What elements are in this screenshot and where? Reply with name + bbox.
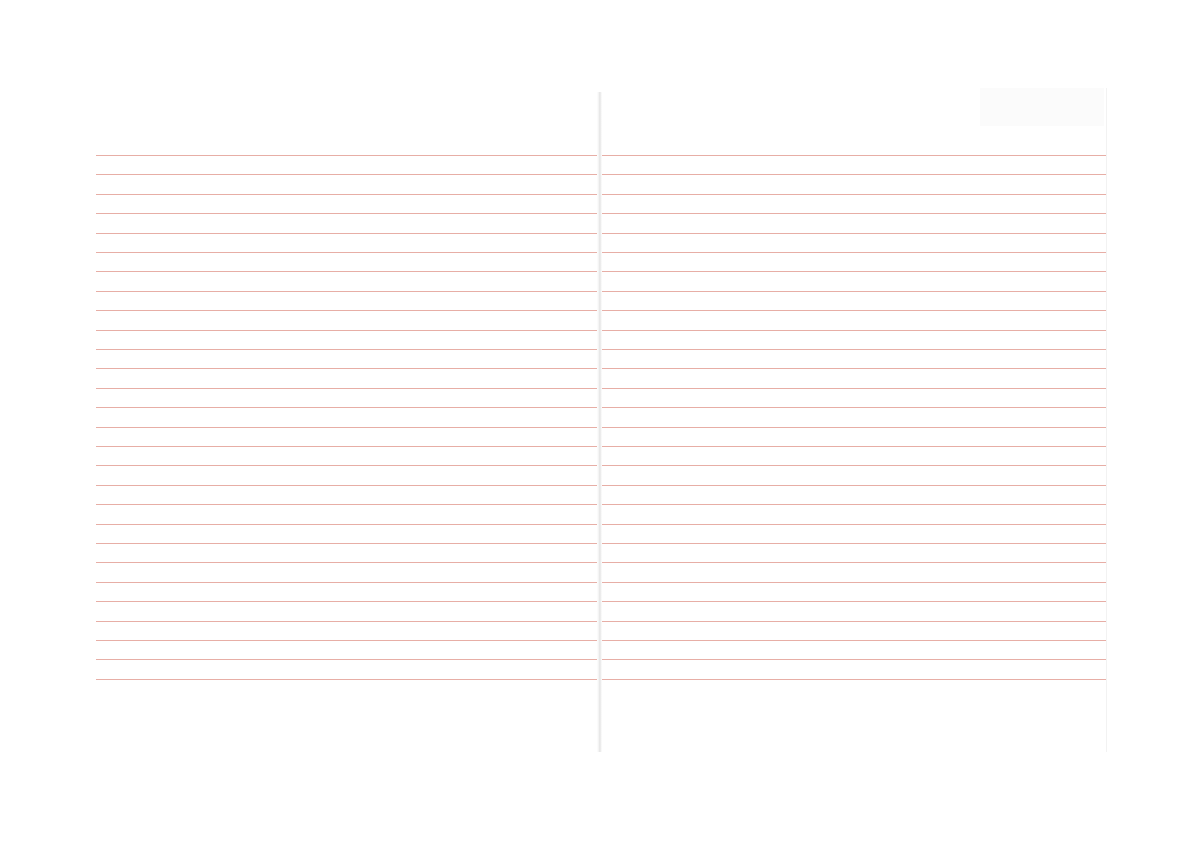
ruled-line bbox=[600, 330, 1106, 331]
ruled-line bbox=[600, 407, 1106, 408]
ruled-line bbox=[600, 174, 1106, 175]
ruled-line bbox=[96, 524, 598, 525]
ruled-line bbox=[96, 407, 598, 408]
ruled-line bbox=[600, 194, 1106, 195]
ruled-line bbox=[600, 679, 1106, 680]
ruled-line bbox=[600, 524, 1106, 525]
ruled-line bbox=[96, 330, 598, 331]
ruled-line bbox=[96, 252, 598, 253]
ruled-line bbox=[96, 679, 598, 680]
ruled-line bbox=[600, 640, 1106, 641]
ruled-line bbox=[600, 601, 1106, 602]
ruled-line bbox=[96, 562, 598, 563]
notebook-spine bbox=[597, 92, 602, 752]
ruled-line bbox=[600, 310, 1106, 311]
ruled-line bbox=[96, 465, 598, 466]
ruled-line bbox=[600, 562, 1106, 563]
ruled-line bbox=[600, 427, 1106, 428]
ruled-line bbox=[96, 543, 598, 544]
ruled-line bbox=[600, 155, 1106, 156]
ruled-line bbox=[96, 233, 598, 234]
ruled-line bbox=[96, 368, 598, 369]
ruled-line bbox=[600, 271, 1106, 272]
ruled-line bbox=[600, 504, 1106, 505]
ruled-line bbox=[96, 213, 598, 214]
ruled-line bbox=[600, 252, 1106, 253]
ruled-line bbox=[600, 543, 1106, 544]
page-corner-shade bbox=[980, 88, 1104, 126]
ruled-line bbox=[600, 446, 1106, 447]
ruled-line bbox=[600, 582, 1106, 583]
ruled-line bbox=[96, 155, 598, 156]
ruled-line bbox=[96, 582, 598, 583]
ruled-line bbox=[96, 388, 598, 389]
ruled-line bbox=[600, 621, 1106, 622]
ruled-line bbox=[600, 659, 1106, 660]
right-page bbox=[600, 88, 1107, 752]
ruled-line bbox=[600, 368, 1106, 369]
ruled-line bbox=[96, 601, 598, 602]
ruled-line bbox=[600, 485, 1106, 486]
ruled-line bbox=[96, 349, 598, 350]
ruled-line bbox=[96, 659, 598, 660]
ruled-line bbox=[600, 388, 1106, 389]
ruled-line bbox=[600, 291, 1106, 292]
ruled-line bbox=[96, 446, 598, 447]
ruled-line bbox=[600, 213, 1106, 214]
ruled-line bbox=[96, 640, 598, 641]
ruled-line bbox=[600, 233, 1106, 234]
ruled-line bbox=[96, 194, 598, 195]
ruled-line bbox=[96, 504, 598, 505]
ruled-line bbox=[96, 310, 598, 311]
ruled-line bbox=[96, 485, 598, 486]
ruled-line bbox=[96, 427, 598, 428]
ruled-line bbox=[600, 349, 1106, 350]
left-page bbox=[96, 88, 598, 752]
ruled-line bbox=[96, 174, 598, 175]
ruled-line bbox=[96, 291, 598, 292]
ruled-line bbox=[96, 621, 598, 622]
ruled-line bbox=[600, 465, 1106, 466]
ruled-line bbox=[96, 271, 598, 272]
